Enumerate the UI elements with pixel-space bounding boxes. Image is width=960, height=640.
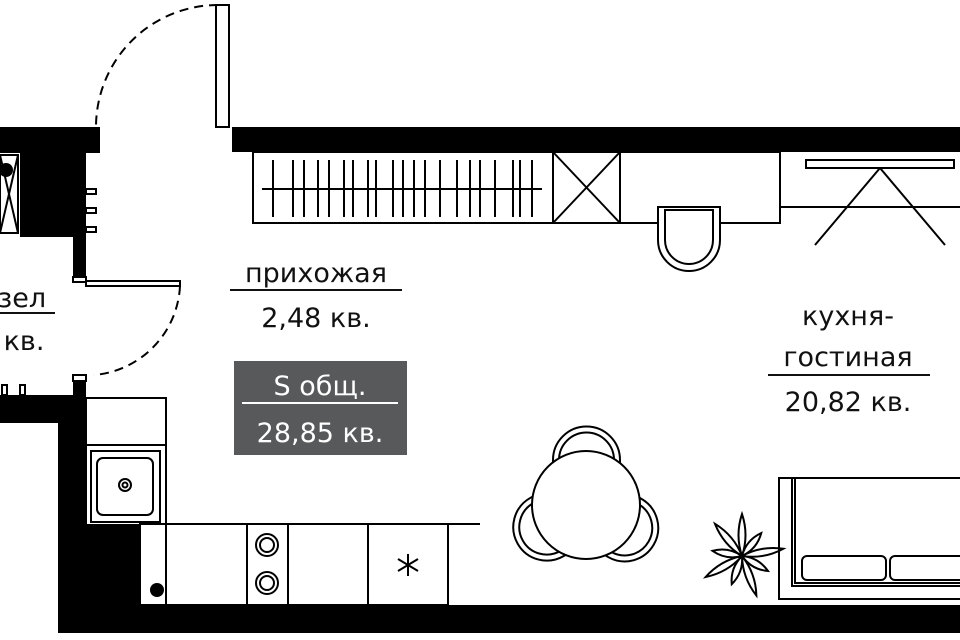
stove [255,533,279,595]
total-area: 28,85 кв. [257,418,384,449]
desk [779,152,960,246]
plant-leaf [740,531,763,558]
hallway-name: прихожая [245,258,387,289]
kitchen-counter [85,397,480,606]
hallway-area: 2,48 кв. [261,303,371,334]
plant-leaf [710,548,745,559]
washbasin [657,206,721,272]
kitchen-living-name-2: гостиная [783,342,912,373]
plant-leaf [737,510,747,560]
bathroom-area: кв. [4,326,45,357]
bathroom-label: зел кв. [0,283,55,357]
hallway-label: прихожая 2,48 кв. [230,258,402,334]
plant-leaf [739,554,771,573]
dining-set [512,425,660,563]
plant-leaf [738,546,787,558]
plant [702,510,787,599]
plant-leaf [730,553,744,587]
fridge-snowflake-icon [397,554,419,576]
bathroom-door[interactable] [85,280,181,376]
wall-details [1,188,97,396]
plant-leaf [702,554,745,579]
bathroom-name: зел [0,283,46,314]
ventilation-shaft [0,154,19,234]
walls [0,127,960,633]
kitchen-living-name-1: кухня- [802,301,894,332]
kitchen-living-label: кухня- гостиная 20,82 кв. [768,301,930,418]
entrance-door[interactable] [95,4,230,128]
sofa [778,477,960,600]
sink [90,450,161,523]
plant-leaf [712,521,745,559]
total-area-badge: S общ. 28,85 кв. [234,361,407,455]
total-label: S общ. [274,371,367,402]
kitchen-living-area: 20,82 кв. [785,387,912,418]
plant-leaf [740,553,758,599]
